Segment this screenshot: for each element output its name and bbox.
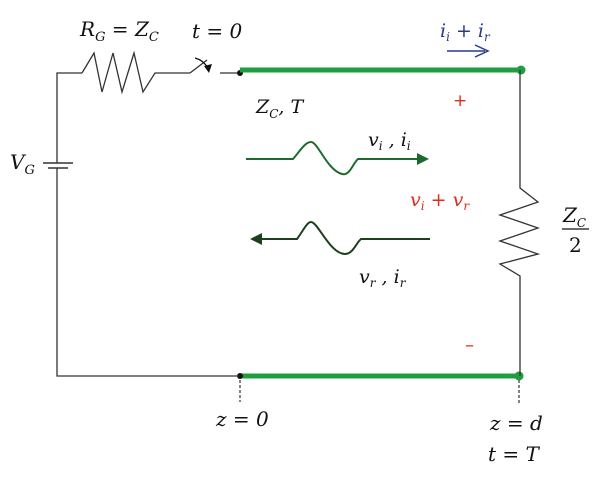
reflected-wave [262,220,430,256]
switch-arrowhead [204,64,212,73]
incident-wave-arrowhead [417,153,429,165]
current-sum-label: ii + ir [440,20,491,44]
line-output-node-bottom [514,371,524,381]
reflected-wave-arrowhead [250,233,262,245]
source-label: VG [10,150,35,178]
svg-text:2: 2 [569,233,582,257]
source-wire-bottom [56,168,239,377]
load-voltage-label: vi + vr [410,189,470,213]
plus-sign: + [453,91,467,111]
incident-wave [246,140,418,176]
line-input-node-bottom [237,373,243,379]
load-wire [497,70,541,376]
switch-blade [189,59,208,74]
z-start-label: z = 0 [215,407,269,431]
reflected-wave-label: vr , ir [359,266,407,290]
svg-text:ZC: ZC [562,203,586,230]
load-impedance-label: ZC 2 [562,203,589,257]
minus-sign: – [465,335,474,356]
switch-time-label: t = 0 [192,19,243,43]
t-end-label: t = T [488,442,541,466]
generator-resistor [81,50,190,95]
current-arrow-head [474,44,490,58]
incident-wave-label: vi , ii [368,129,411,153]
line-params-label: ZC, T [255,96,304,121]
generator-resistance-label: RG = ZC [79,17,159,45]
left-wire [56,72,82,110]
z-end-label: z = d [489,411,543,435]
line-output-node-top [516,65,526,75]
